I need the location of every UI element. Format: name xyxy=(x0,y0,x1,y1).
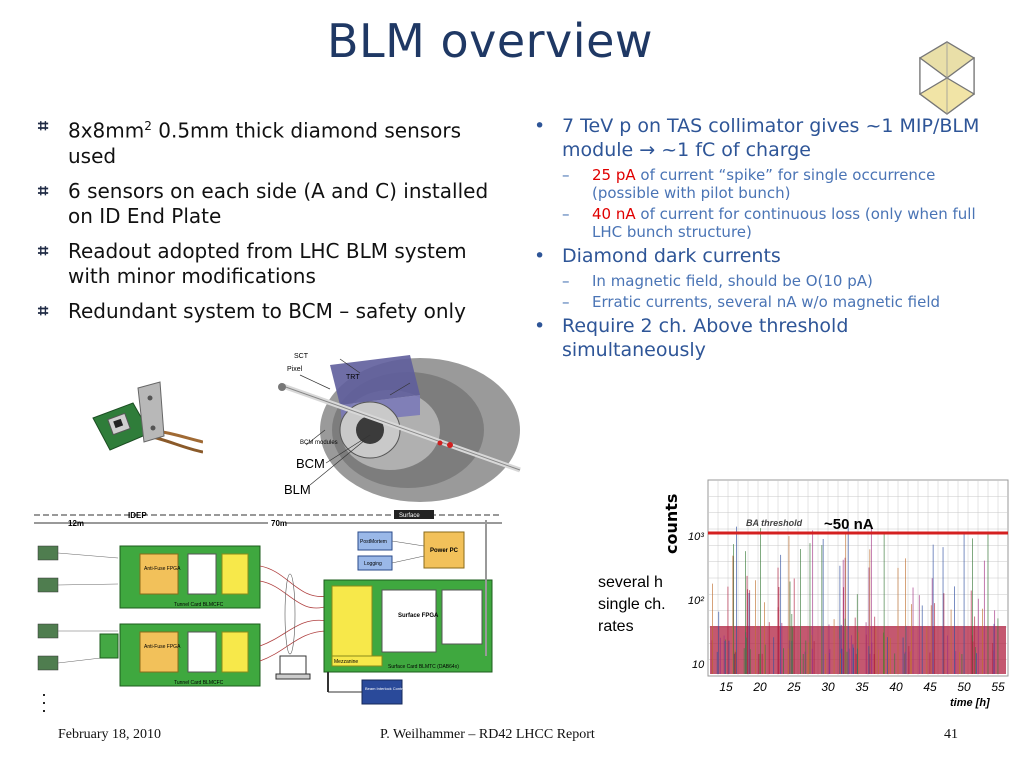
label-surface-fpga: Surface FPGA xyxy=(398,613,439,619)
label-logging: Logging xyxy=(364,561,382,567)
xtick-label: 50 xyxy=(957,680,971,694)
left-bullet-list: ⌗ 8x8mm2 0.5mm thick diamond sensors use… xyxy=(38,114,498,334)
label-12m: 12m xyxy=(68,519,84,528)
plot-caption: several h single ch. rates xyxy=(598,574,666,635)
xtick-label: 30 xyxy=(821,680,835,694)
bullet-require: •Require 2 ch. Above threshold simultane… xyxy=(534,315,849,361)
label-postmortem: PostMortem xyxy=(360,539,387,545)
label-idep: IDEP xyxy=(128,511,147,520)
ytick-label: 10 xyxy=(692,659,705,671)
label-fpga-b: Anti-Fuse FPGA xyxy=(144,644,181,650)
label-bcm: BCM xyxy=(296,456,325,471)
threshold-value: ~50 nA xyxy=(824,516,874,533)
noise-band xyxy=(710,626,1006,674)
slide-title: BLM overview xyxy=(326,14,653,68)
subbullet-magnetic: –In magnetic field, should be O(10 pA) xyxy=(562,272,873,290)
label-card-1: Tunnel Card BLMCFC xyxy=(174,602,224,608)
readout-schematic: 12m IDEP 70m Surface Anti-Fuse FPGA Tunn… xyxy=(28,506,508,708)
label-bic: Beam Interlock Controller BIC xyxy=(365,686,418,691)
subbullet-continuous: –40 nA of current for continuous loss (o… xyxy=(562,205,976,241)
bullet-sensors: ⌗ 8x8mm2 0.5mm thick diamond sensors use… xyxy=(38,116,462,168)
ytick-label: 10² xyxy=(688,595,704,607)
label-mezzanine: Mezzanine xyxy=(334,659,358,665)
threshold-label: BA threshold xyxy=(746,518,803,528)
plot-traces xyxy=(710,526,1006,674)
label-pixel: Pixel xyxy=(287,366,303,373)
hash-bullet-icon: ⌗ xyxy=(38,240,49,262)
xtick-label: 35 xyxy=(855,680,869,694)
xtick-labels: 15 20 25 30 35 40 45 50 55 xyxy=(719,680,1005,694)
xtick-label: 25 xyxy=(786,680,801,694)
label-sct: SCT xyxy=(294,353,308,360)
label-card-2: Tunnel Card BLMCFC xyxy=(174,680,224,686)
xtick-label: 45 xyxy=(923,680,937,694)
diamond-logo-icon xyxy=(918,41,976,115)
detector-cutaway-image xyxy=(278,355,521,502)
hash-bullet-icon: ⌗ xyxy=(38,116,49,137)
label-blm: BLM xyxy=(284,482,311,497)
label-surface: Surface xyxy=(399,513,420,519)
right-bullet-list: •7 TeV p on TAS collimator gives ~1 MIP/… xyxy=(532,114,992,366)
hash-bullet-icon: ⌗ xyxy=(38,300,49,322)
xtick-label: 55 xyxy=(991,680,1005,694)
y-axis-label: counts xyxy=(662,493,681,554)
sensor-module-photo xyxy=(92,381,203,454)
label-surface-card: Surface Card BLMTC (DAB64x) xyxy=(388,664,459,670)
label-fpga-a: Anti-Fuse FPGA xyxy=(144,566,181,572)
bullet-charge: •7 TeV p on TAS collimator gives ~1 MIP/… xyxy=(534,115,980,161)
xtick-label: 15 xyxy=(719,680,733,694)
label-bcm-modules: BCM modules xyxy=(300,440,338,446)
more-modules-dots: ··· xyxy=(41,684,47,720)
bullet-installation: ⌗ 6 sensors on each side (A and C) insta… xyxy=(38,178,489,228)
label-power-pc: Power PC xyxy=(430,548,459,554)
label-trt: TRT xyxy=(346,374,360,381)
ytick-label: 10³ xyxy=(688,531,704,543)
label-70m: 70m xyxy=(271,519,287,528)
bullet-redundant: ⌗ Redundant system to BCM – safety only xyxy=(38,298,466,323)
bullet-readout: ⌗ Readout adopted from LHC BLM system wi… xyxy=(38,238,467,288)
page-number: 41 xyxy=(944,727,958,742)
subbullet-erratic: –Erratic currents, several nA w/o magnet… xyxy=(562,293,941,311)
subbullet-spike: –25 pA of current “spike” for single occ… xyxy=(562,166,936,202)
rate-plot: BA threshold ~50 nA 10³ 10² 10 15 20 25 30 3… xyxy=(688,479,1009,709)
x-axis-label: time [h] xyxy=(950,697,990,709)
xtick-label: 40 xyxy=(889,680,903,694)
bullet-dark-currents: •Diamond dark currents xyxy=(534,245,781,267)
hash-bullet-icon: ⌗ xyxy=(38,180,49,202)
xtick-label: 20 xyxy=(752,680,767,694)
footer-title: P. Weilhammer – RD42 LHCC Report xyxy=(380,727,595,742)
footer-date: February 18, 2010 xyxy=(58,727,162,742)
